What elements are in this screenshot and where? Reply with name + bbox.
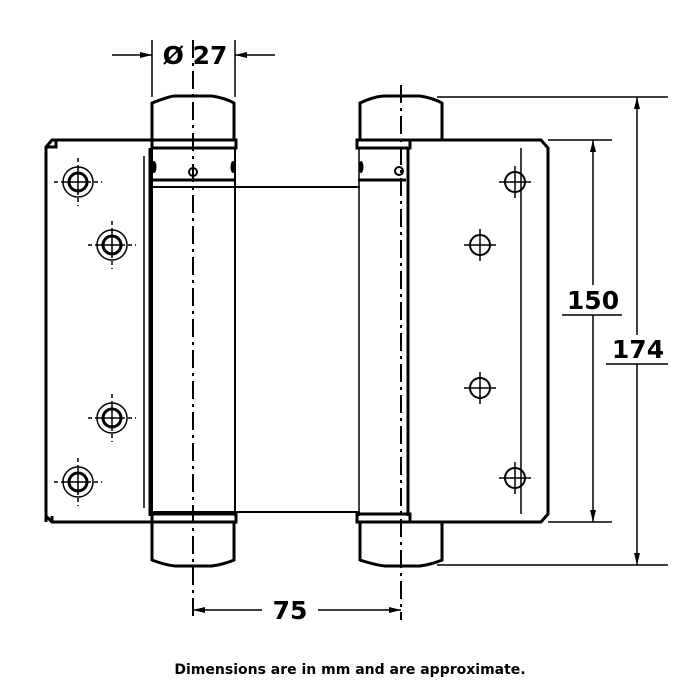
overall-height-dimension: 174 <box>437 96 668 566</box>
right-barrel <box>355 94 444 568</box>
leaf-height-dimension: 150 <box>548 139 622 523</box>
left-barrel <box>150 94 360 568</box>
spacing-label: 75 <box>273 596 308 625</box>
leaf-height-label: 150 <box>567 286 619 315</box>
right-leaf <box>406 138 550 524</box>
screw-hole-icon <box>88 221 136 269</box>
screw-hole-icon <box>464 229 496 261</box>
screw-hole-icon <box>464 372 496 404</box>
centerlines <box>192 40 402 620</box>
pin-hole-icon <box>394 166 404 176</box>
diameter-label: Ø 27 <box>163 41 228 70</box>
diameter-dimension: Ø 27 <box>112 40 275 97</box>
screw-hole-icon <box>499 462 531 494</box>
screw-hole-icon <box>54 158 102 206</box>
caption: Dimensions are in mm and are approximate… <box>174 662 526 678</box>
spacing-dimension: 75 <box>193 596 401 625</box>
screw-hole-icon <box>54 458 102 506</box>
left-leaf <box>44 138 152 524</box>
overall-height-label: 174 <box>612 335 664 364</box>
screw-hole-icon <box>88 394 136 442</box>
right-screw-holes <box>464 166 531 494</box>
screw-hole-icon <box>499 166 531 198</box>
left-screw-holes <box>54 158 136 506</box>
